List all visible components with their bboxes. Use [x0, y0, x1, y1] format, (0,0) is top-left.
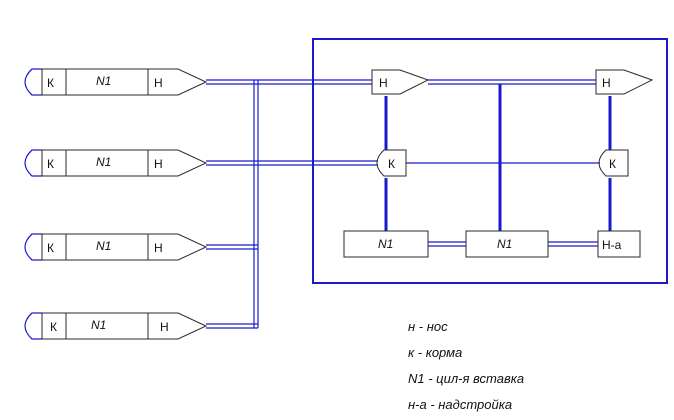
ship-2: К N1 Н — [24, 149, 208, 177]
ship-1-insert-label: N1 — [96, 74, 111, 88]
legend-item-superstructure: н-а - надстройка — [408, 397, 512, 412]
box-insert-center: N1 — [465, 230, 549, 258]
box-stern-left-label: К — [388, 157, 395, 171]
ship-3-stern-label: К — [47, 241, 54, 255]
box-bow-left-shape — [371, 69, 430, 95]
ship-4-hull — [41, 312, 208, 340]
ship-3-hull — [41, 233, 208, 261]
ship-3-stern-bulb — [24, 233, 42, 261]
box-bow-right: Н — [595, 69, 654, 95]
ship-3-insert-label: N1 — [96, 239, 111, 253]
box-bow-right-shape — [595, 69, 654, 95]
box-insert-left-label: N1 — [378, 237, 393, 251]
box-insert-center-shape — [465, 230, 549, 258]
legend-item-bow: н - нос — [408, 319, 448, 334]
box-superstructure: Н-а — [597, 230, 641, 258]
ship-4-bow-label: Н — [160, 320, 169, 334]
legend-item-stern: к - корма — [408, 345, 462, 360]
assembly-box — [312, 38, 668, 284]
ship-4-insert-label: N1 — [91, 318, 106, 332]
ship-2-stern-label: К — [47, 157, 54, 171]
box-insert-left: N1 — [343, 230, 429, 258]
ship-3-bow-label: Н — [154, 241, 163, 255]
ship-2-bow-label: Н — [154, 157, 163, 171]
ship-4-stern-bulb — [24, 312, 42, 340]
ship-2-stern-bulb — [24, 149, 42, 177]
box-stern-left-shape — [376, 149, 407, 177]
ship-4: К N1 Н — [24, 312, 208, 340]
ship-1-stern-label: К — [47, 76, 54, 90]
legend: н - нос к - корма N1 - цил-я вставка н-а… — [408, 319, 524, 412]
ship-4-stern-label: К — [50, 320, 57, 334]
box-superstructure-shape — [597, 230, 641, 258]
ship-3: К N1 Н — [24, 233, 208, 261]
box-superstructure-label: Н-а — [602, 238, 622, 252]
ship-1-hull — [41, 68, 208, 96]
box-insert-center-label: N1 — [497, 237, 512, 251]
ship-1-stern-bulb — [24, 68, 42, 96]
box-insert-left-shape — [343, 230, 429, 258]
ship-2-hull — [41, 149, 208, 177]
ship-1-bow-label: Н — [154, 76, 163, 90]
box-bow-left-label: Н — [379, 76, 388, 90]
connector-lines — [206, 79, 378, 329]
box-stern-right: К — [598, 149, 629, 177]
box-stern-left: К — [376, 149, 407, 177]
box-bow-right-label: Н — [602, 76, 611, 90]
legend-item-insert: N1 - цил-я вставка — [408, 371, 524, 386]
ship-2-insert-label: N1 — [96, 155, 111, 169]
box-internal-lines — [384, 79, 612, 247]
ship-1: К N1 Н — [24, 68, 208, 96]
box-bow-left: Н — [371, 69, 430, 95]
box-stern-right-shape — [598, 149, 629, 177]
box-stern-right-label: К — [609, 157, 616, 171]
